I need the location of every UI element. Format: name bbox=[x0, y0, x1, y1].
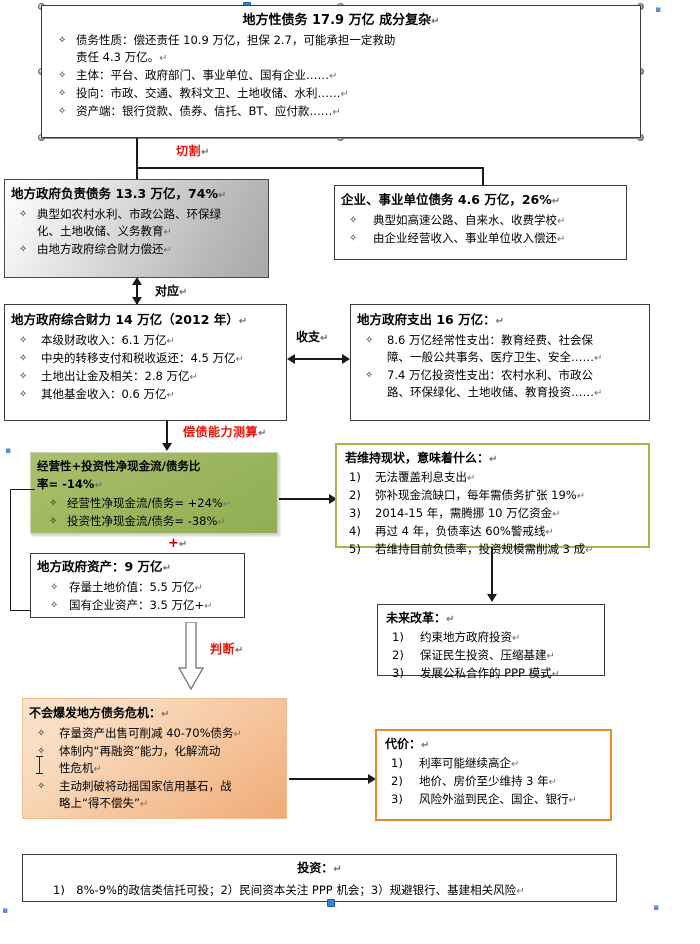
assets-bullet-2: 国有企业资产：3.5 万亿+↵ bbox=[37, 597, 238, 615]
cashflow-bullet-1: 经营性净现金流/债务= +24%↵ bbox=[37, 495, 271, 513]
spending-box[interactable]: 地方政府支出 16 万亿：↵ 8.6 万亿经常性支出：教育经费、社会保 障、一般… bbox=[350, 304, 650, 421]
cost-item-1: 1) 利率可能继续高企↵ bbox=[391, 756, 520, 770]
page-mark-bottom-left: ▪ bbox=[2, 906, 9, 916]
investment-title: 投资：↵ bbox=[297, 861, 342, 875]
future-reform-box[interactable]: 未来改革：↵ 1) 约束地方政府投资↵ 2) 保证民生投资、压缩基建↵ 3) 发… bbox=[377, 604, 605, 680]
reform-item-1: 1) 约束地方政府投资↵ bbox=[392, 630, 521, 644]
connector-overview-down bbox=[136, 138, 138, 168]
overview-bullet-2: 主体：平台、政府部门、事业单位、国有企业……↵ bbox=[50, 67, 632, 85]
gov-assets-box[interactable]: 地方政府资产：9 万亿↵ 存量土地价值：5.5 万亿↵ 国有企业资产：3.5 万… bbox=[30, 553, 245, 618]
arrow-right-spending bbox=[342, 354, 350, 364]
connector-cashflow-to-status bbox=[279, 498, 336, 500]
label-plus: +↵ bbox=[168, 536, 188, 551]
enterprise-debt-bullet-2: 由企业经营收入、事业单位收入偿还↵ bbox=[341, 230, 620, 248]
connector-income-expense bbox=[294, 358, 343, 360]
status-quo-item-3: 3) 2014-15 年，需腾挪 10 万亿资金↵ bbox=[349, 506, 561, 520]
label-split: 切割↵ bbox=[176, 144, 210, 158]
page-mark-top-right: ▪ bbox=[655, 5, 662, 15]
arrow-left-fiscal bbox=[287, 354, 295, 364]
enterprise-debt-title: 企业、事业单位债务 4.6 万亿，26%↵ bbox=[341, 192, 561, 207]
investment-line: 1) 8%-9%的政信类信托可投；2）民间资本关注 PPP 机会；3）规避银行、… bbox=[53, 883, 525, 897]
status-quo-item-1: 1) 无法覆盖利息支出↵ bbox=[349, 470, 476, 484]
text-cursor bbox=[36, 756, 43, 774]
gov-debt-title: 地方政府负责债务 13.3 万亿，74%↵ bbox=[11, 186, 227, 201]
fiscal-bullet-2: 中央的转移支付和税收返还：4.5 万亿↵ bbox=[11, 350, 280, 368]
fiscal-capacity-title: 地方政府综合财力 14 万亿（2012 年）↵ bbox=[11, 312, 248, 327]
no-crisis-bullet-1: 存量资产出售可削减 40-70%债务↵ bbox=[29, 725, 280, 743]
judgement-block-arrow bbox=[178, 622, 204, 690]
cashflow-bullet-2: 投资性净现金流/债务= -38%↵ bbox=[37, 513, 271, 531]
arrow-down-reform bbox=[487, 594, 497, 602]
arrow-right-cost bbox=[368, 774, 376, 784]
no-crisis-box[interactable]: 不会爆发地方债务危机：↵ 存量资产出售可削减 40-70%债务↵ 体制内“再融资… bbox=[22, 698, 287, 819]
status-quo-item-2: 2) 弥补现金流缺口，每年需债务扩张 19%↵ bbox=[349, 488, 586, 502]
no-crisis-bullet-3: 主动刺破将动摇国家信用基石，战 略上“得不偿失”↵ bbox=[29, 778, 280, 813]
reform-item-2: 2) 保证民生投资、压缩基建↵ bbox=[392, 648, 555, 662]
label-solvency: 偿债能力测算↵ bbox=[183, 425, 267, 439]
bracket-cashflow-assets bbox=[10, 489, 35, 611]
arrow-down-solvency bbox=[162, 443, 172, 451]
spending-bullet-1: 8.6 万亿经常性支出：教育经费、社会保 障、一般公共事务、医疗卫生、安全……↵ bbox=[357, 332, 643, 367]
connector-to-gov-debt bbox=[136, 167, 138, 180]
gov-assets-title: 地方政府资产：9 万亿↵ bbox=[37, 559, 171, 574]
arrow-down-fiscal bbox=[132, 297, 142, 305]
page-mark-bottom-right: ▪ bbox=[653, 903, 660, 913]
spending-bullet-2: 7.4 万亿投资性支出：农村水利、市政公 路、环保绿化、土地收储、教育投资……↵ bbox=[357, 367, 643, 402]
no-crisis-bullet-2: 体制内“再融资”能力，化解流动 性危机↵ bbox=[29, 743, 280, 778]
status-quo-box[interactable]: 若维持现状，意味着什么：↵ 1) 无法覆盖利息支出↵ 2) 弥补现金流缺口，每年… bbox=[335, 443, 650, 556]
status-quo-item-4: 4) 再过 4 年，负债率达 60%警戒线↵ bbox=[349, 524, 554, 538]
gov-debt-bullet-1: 典型如农村水利、市政公路、环保绿 化、土地收储、义务教育↵ bbox=[11, 206, 262, 241]
fiscal-bullet-1: 本级财政收入：6.1 万亿↵ bbox=[11, 332, 280, 350]
no-crisis-title: 不会爆发地方债务危机：↵ bbox=[29, 706, 170, 720]
assets-bullet-1: 存量土地价值：5.5 万亿↵ bbox=[37, 579, 238, 597]
connector-to-enterprise-debt bbox=[482, 167, 484, 186]
future-reform-title: 未来改革：↵ bbox=[386, 611, 455, 625]
cost-item-2: 2) 地价、房价至少维持 3 年↵ bbox=[391, 774, 558, 788]
overview-title: 地方性债务 17.9 万亿 成分复杂↵ bbox=[242, 13, 440, 28]
cashflow-ratio-box[interactable]: 经营性+投资性净现金流/债务比 率= -14%↵ 经营性净现金流/债务= +24… bbox=[30, 452, 278, 534]
connector-solvency-line bbox=[166, 421, 168, 445]
spending-title: 地方政府支出 16 万亿：↵ bbox=[357, 312, 504, 327]
arrow-right-status bbox=[329, 494, 337, 504]
connector-correspond-line bbox=[136, 284, 138, 304]
fiscal-capacity-box[interactable]: 地方政府综合财力 14 万亿（2012 年）↵ 本级财政收入：6.1 万亿↵ 中… bbox=[4, 304, 287, 421]
label-correspond: 对应↵ bbox=[155, 284, 188, 298]
fiscal-bullet-3: 土地出让金及相关：2.8 万亿↵ bbox=[11, 368, 280, 386]
connector-split-horizontal bbox=[136, 167, 483, 169]
cashflow-title: 经营性+投资性净现金流/债务比 率= -14%↵ bbox=[37, 459, 201, 491]
gov-debt-box[interactable]: 地方政府负责债务 13.3 万亿，74%↵ 典型如农村水利、市政公路、环保绿 化… bbox=[4, 179, 269, 278]
label-income-expense: 收支↵ bbox=[296, 330, 329, 344]
overview-box[interactable]: 地方性债务 17.9 万亿 成分复杂↵ 债务性质：偿还责任 10.9 万亿，担保… bbox=[41, 5, 641, 138]
status-quo-title: 若维持现状，意味着什么：↵ bbox=[345, 451, 498, 465]
enterprise-debt-bullet-1: 典型如高速公路、自来水、收费学校↵ bbox=[341, 212, 620, 230]
investment-box[interactable]: 投资：↵ 1) 8%-9%的政信类信托可投；2）民间资本关注 PPP 机会；3）… bbox=[22, 854, 617, 902]
connector-nocrisis-to-cost bbox=[289, 778, 373, 780]
overview-bullet-1: 债务性质：偿还责任 10.9 万亿，担保 2.7，可能承担一定救助 责任 4.3… bbox=[50, 32, 632, 67]
connector-status-to-reform bbox=[491, 548, 493, 596]
label-judgement: 判断↵ bbox=[210, 642, 244, 656]
cost-item-3: 3) 风险外溢到民企、国企、银行↵ bbox=[391, 792, 577, 806]
reform-item-3: 3) 发展公私合作的 PPP 模式↵ bbox=[392, 666, 561, 680]
cost-title: 代价：↵ bbox=[385, 737, 430, 751]
overview-bullet-4: 资产端：银行贷款、债券、信托、BT、应付款……↵ bbox=[50, 103, 632, 121]
arrow-up-gov-debt bbox=[132, 277, 142, 285]
status-quo-item-5: 5) 若维持目前负债率，投资规模需削减 3 成↵ bbox=[349, 542, 594, 556]
fiscal-bullet-4: 其他基金收入：0.6 万亿↵ bbox=[11, 386, 280, 404]
enterprise-debt-box[interactable]: 企业、事业单位债务 4.6 万亿，26%↵ 典型如高速公路、自来水、收费学校↵ … bbox=[334, 185, 627, 260]
anchor-handle-bottom[interactable] bbox=[327, 899, 335, 907]
overview-bullet-3: 投向：市政、交通、教科文卫、土地收储、水利……↵ bbox=[50, 85, 632, 103]
gov-debt-bullet-2: 由地方政府综合财力偿还↵ bbox=[11, 241, 262, 259]
page-mark-left: ▪ bbox=[5, 446, 12, 456]
cost-box[interactable]: 代价：↵ 1) 利率可能继续高企↵ 2) 地价、房价至少维持 3 年↵ 3) 风… bbox=[375, 729, 612, 821]
